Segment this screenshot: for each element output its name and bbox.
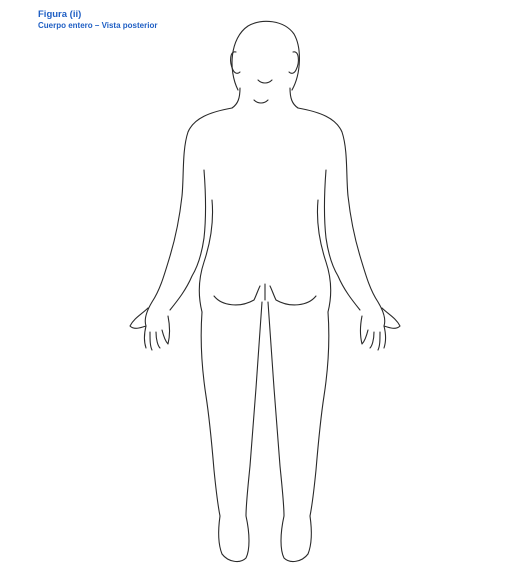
right-leg-outer — [310, 312, 329, 516]
left-foot — [219, 516, 249, 561]
right-ear — [289, 52, 298, 74]
neck-right — [290, 88, 298, 108]
inner-arm-right — [325, 170, 361, 310]
buttocks-left — [214, 286, 260, 305]
buttocks-right — [270, 286, 316, 305]
neck-crease — [254, 100, 268, 103]
torso-left — [145, 108, 232, 326]
right-leg-inner — [268, 302, 284, 516]
left-leg-inner — [246, 302, 262, 516]
nape-line — [258, 80, 272, 83]
right-hand — [361, 308, 401, 350]
inner-arm-left — [170, 170, 206, 310]
torso-right — [298, 108, 385, 326]
head-outline — [232, 21, 299, 90]
left-hand — [130, 308, 170, 350]
neck-left — [232, 88, 240, 108]
left-leg-outer — [201, 312, 220, 516]
right-foot — [281, 516, 311, 561]
